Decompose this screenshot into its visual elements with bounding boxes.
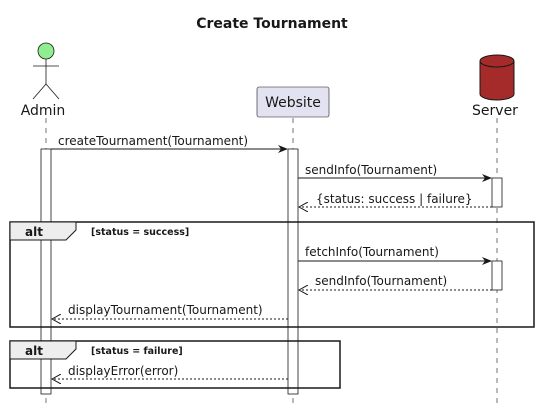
alt-keyword-1: alt bbox=[25, 225, 43, 239]
server-activation-bar-1 bbox=[491, 177, 503, 208]
alt-fragment-failure bbox=[9, 340, 341, 389]
message-label-3: {status: success | failure} bbox=[316, 192, 473, 206]
server-activation-bar-2 bbox=[491, 260, 503, 291]
admin-activation-bar bbox=[40, 148, 52, 395]
server-label: Server bbox=[472, 103, 518, 119]
website-participant-box bbox=[256, 86, 330, 118]
diagram-title: Create Tournament bbox=[196, 16, 348, 32]
alt-fragment-failure-tab bbox=[9, 340, 77, 360]
admin-actor-icon bbox=[32, 42, 60, 100]
alt-guard-2: [status = failure] bbox=[91, 346, 183, 357]
message-label-4: fetchInfo(Tournament) bbox=[305, 245, 439, 259]
message-label-7: displayError(error) bbox=[68, 364, 178, 378]
message-label-5: sendInfo(Tournament) bbox=[315, 274, 447, 288]
message-label-2: sendInfo(Tournament) bbox=[305, 163, 437, 177]
server-database-icon bbox=[479, 54, 515, 101]
website-activation-bar bbox=[287, 148, 299, 395]
admin-label: Admin bbox=[21, 103, 66, 119]
message-label-6: displayTournament(Tournament) bbox=[68, 303, 263, 317]
website-label: Website bbox=[265, 95, 321, 111]
alt-keyword-2: alt bbox=[25, 344, 43, 358]
message-label-1: createTournament(Tournament) bbox=[58, 134, 248, 148]
alt-fragment-success-tab bbox=[9, 221, 77, 241]
alt-fragment-success bbox=[9, 221, 535, 328]
alt-guard-1: [status = success] bbox=[91, 227, 189, 238]
